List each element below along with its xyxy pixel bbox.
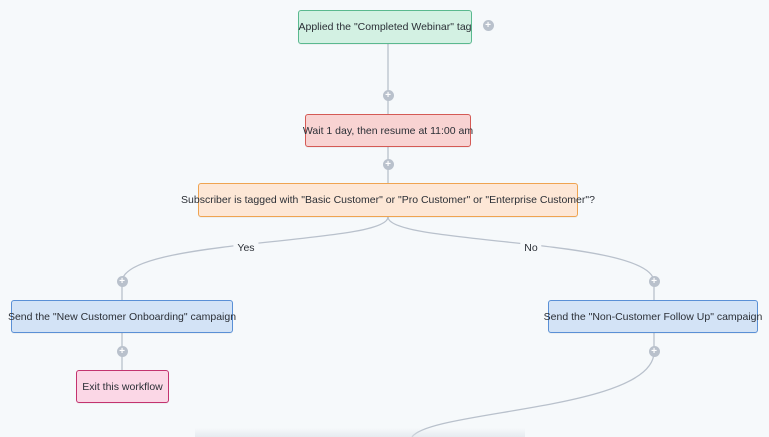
wait-node[interactable]: Wait 1 day, then resume at 11:00 am — [303, 114, 473, 147]
add-trigger-icon[interactable]: + — [482, 19, 494, 31]
branch-label-yes: Yes — [233, 242, 259, 254]
connector-yes-branch — [121, 216, 389, 300]
condition-node[interactable]: Subscriber is tagged with "Basic Custome… — [181, 183, 595, 217]
connector-no-continue — [411, 333, 655, 437]
no-action-node[interactable]: Send the "Non-Customer Follow Up" campai… — [544, 300, 762, 333]
canvas-fade — [195, 428, 525, 437]
connector-no-branch — [387, 216, 655, 300]
add-step-icon[interactable]: + — [648, 275, 660, 287]
trigger-node[interactable]: Applied the "Completed Webinar" tag — [298, 10, 472, 44]
yes-action-node[interactable]: Send the "New Customer Onboarding" campa… — [8, 300, 236, 333]
add-step-icon[interactable]: + — [648, 345, 660, 357]
exit-node[interactable]: Exit this workflow — [76, 370, 169, 403]
add-step-icon[interactable]: + — [116, 275, 128, 287]
add-step-icon[interactable]: + — [382, 89, 394, 101]
add-step-icon[interactable]: + — [382, 158, 394, 170]
branch-label-no: No — [520, 242, 542, 254]
add-step-icon[interactable]: + — [116, 345, 128, 357]
